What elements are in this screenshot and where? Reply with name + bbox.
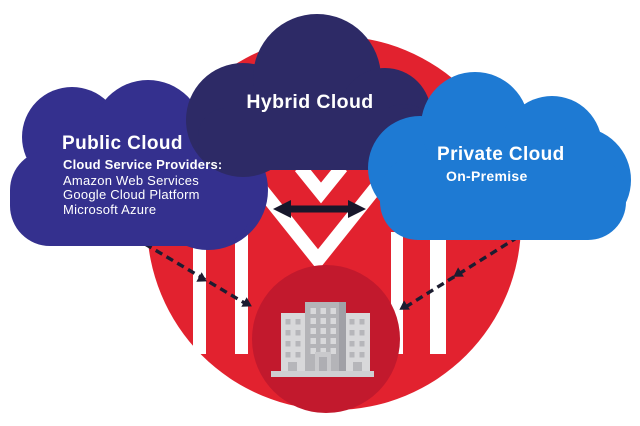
public-to-onprem-connector (144, 242, 252, 307)
provider-item: Microsoft Azure (63, 201, 157, 217)
public-cloud-subtitle: Cloud Service Providers: (63, 157, 223, 172)
provider-item: Amazon Web Services (63, 173, 200, 188)
provider-item: Google Cloud Platform (63, 187, 200, 203)
white-m-logo-watermark (193, 162, 446, 354)
double-headed-arrow-icon (273, 200, 366, 218)
public-cloud-provider-list: Amazon Web Services Google Cloud Platfor… (63, 173, 200, 217)
private-to-onprem-connector (399, 235, 519, 310)
office-building-icon (271, 302, 374, 377)
private-cloud-subtitle: On-Premise (446, 168, 528, 184)
hybrid-cloud-label: Hybrid Cloud (246, 91, 374, 113)
private-cloud-label: Private Cloud (437, 144, 565, 165)
public-cloud-label: Public Cloud (62, 133, 183, 154)
